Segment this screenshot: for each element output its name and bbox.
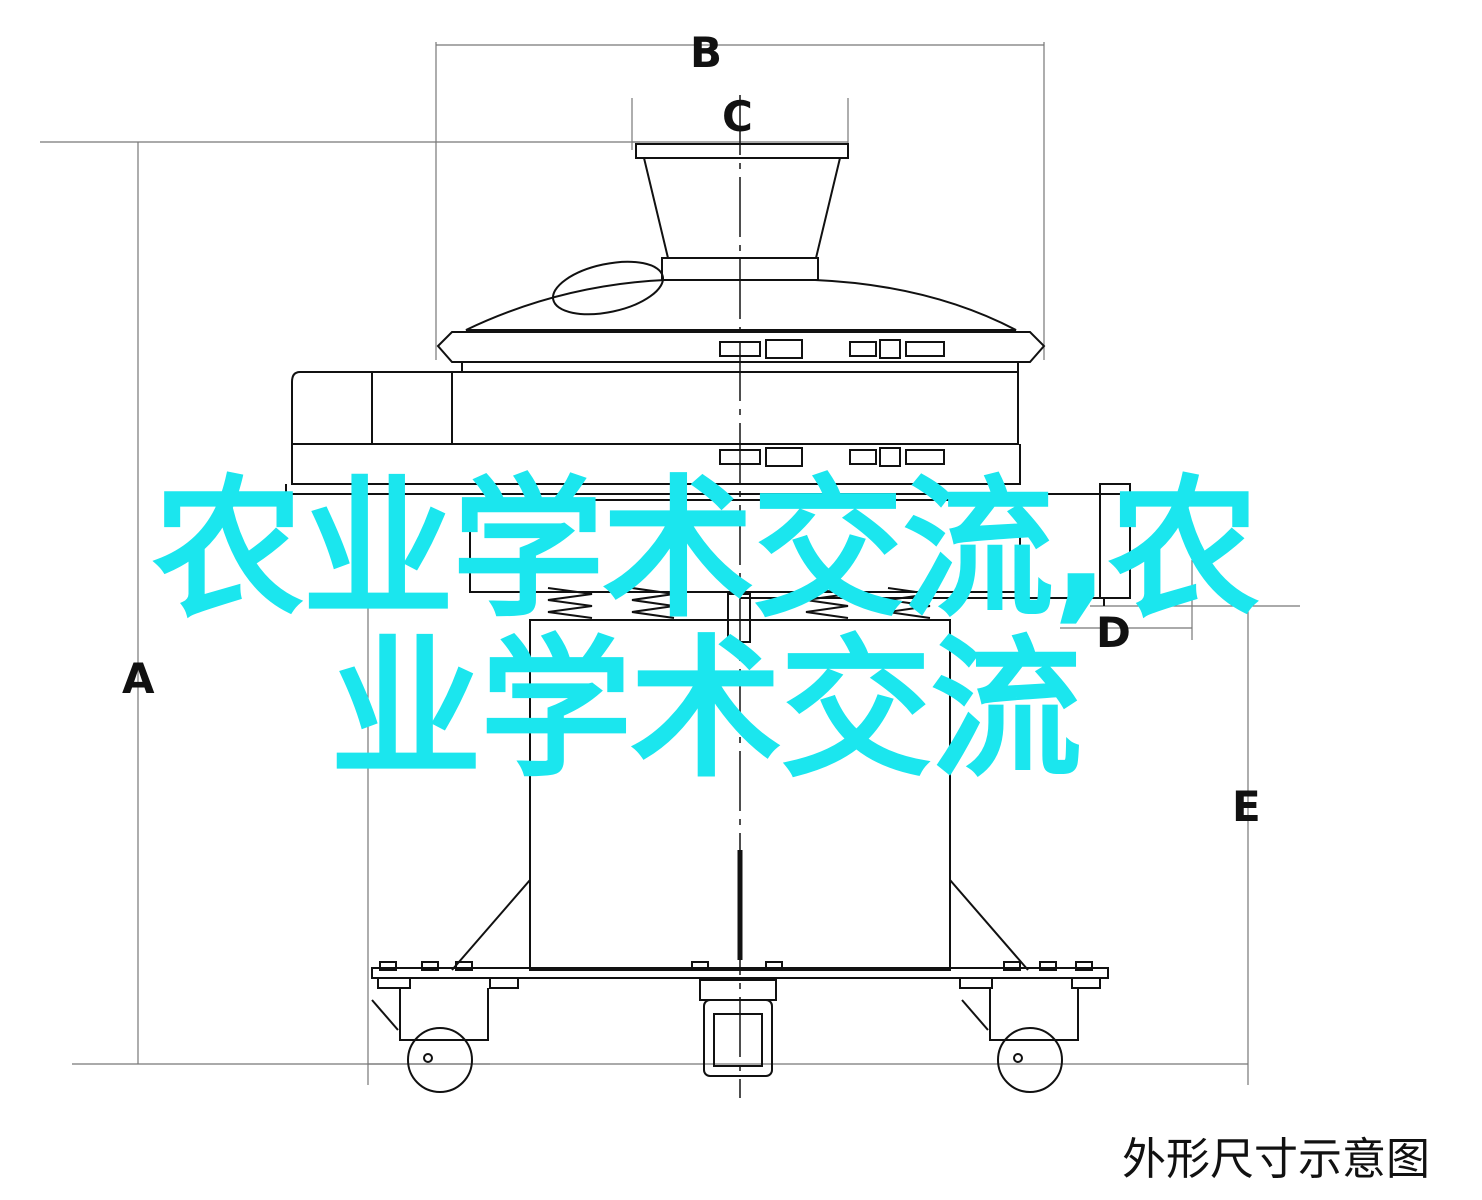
dimension-label-b: B	[690, 28, 723, 77]
dimension-label-c: C	[722, 92, 753, 141]
base-cabinet	[371, 619, 1109, 979]
dimension-label-d: D	[1096, 608, 1131, 657]
caster-wheel-icon	[371, 979, 1079, 1093]
watermark-overlay-text: 农业学术交流,农业学术交流	[152, 461, 1260, 798]
dimension-label-e: E	[1232, 782, 1261, 831]
dimension-lines	[40, 42, 1300, 1085]
inlet-hopper	[635, 143, 849, 281]
clamp-icon	[719, 339, 945, 467]
sieve-frame	[285, 362, 1131, 606]
dimension-label-a: A	[122, 654, 155, 703]
leveling-bolts	[377, 961, 1101, 989]
spring-icon	[547, 587, 931, 643]
drawing-caption: 外形尺寸示意图	[1122, 1134, 1430, 1185]
dome-lid	[436, 260, 1046, 363]
